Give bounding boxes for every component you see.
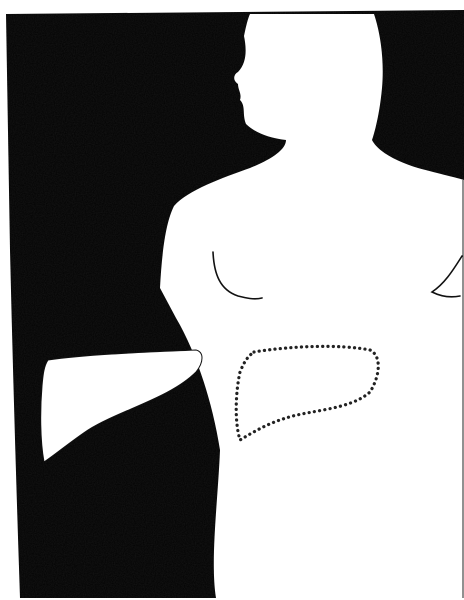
anatomy-figure — [0, 0, 464, 600]
